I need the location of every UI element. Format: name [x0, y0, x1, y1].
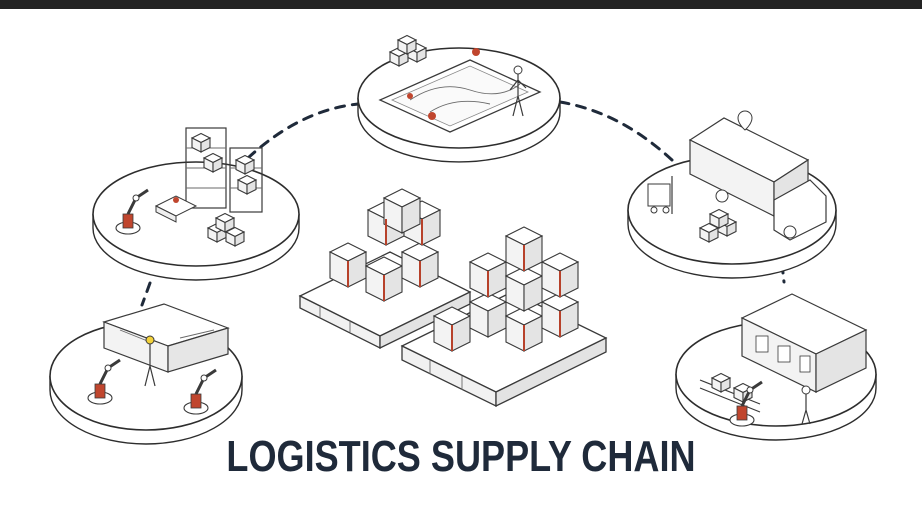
agv-robot-icon — [154, 195, 198, 223]
box-stack-right — [433, 226, 579, 352]
shelving-icon — [185, 127, 263, 213]
warehouse-building-icon — [740, 293, 868, 393]
conveyor-machine-icon — [102, 303, 230, 373]
forklift-icon — [647, 176, 673, 214]
warehouse-robot-station — [92, 127, 300, 281]
tablet-icon — [378, 48, 542, 133]
worker-icon — [801, 385, 811, 425]
conveyor-icon — [699, 372, 761, 413]
delivery-truck-station — [627, 110, 837, 279]
page-title: LOGISTICS SUPPLY CHAIN — [226, 432, 696, 481]
order-processing-station — [357, 34, 561, 163]
central-pallet-boxes — [298, 188, 608, 408]
box-stack-left — [329, 188, 441, 302]
distribution-center-station — [675, 293, 877, 441]
truck-icon — [688, 110, 827, 241]
window-top-bar — [0, 0, 922, 9]
worker-icon — [144, 335, 156, 387]
worker-icon — [509, 65, 527, 117]
assembly-line-station — [49, 303, 243, 445]
